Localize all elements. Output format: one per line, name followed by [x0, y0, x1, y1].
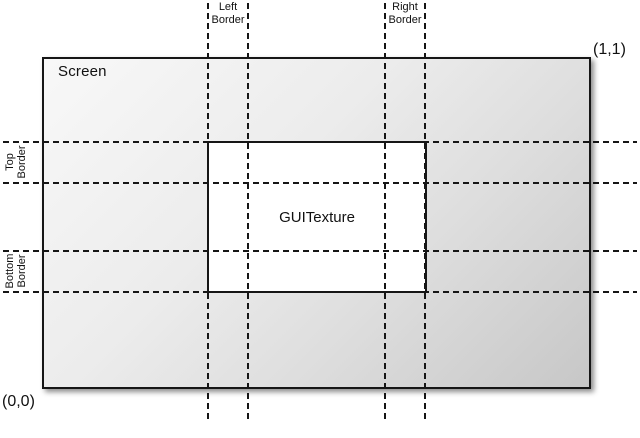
bottom-border-label-line2: Border — [16, 254, 28, 288]
top-border-label-line2: Border — [16, 145, 28, 179]
coord-label-origin: (0,0) — [2, 393, 35, 410]
left-border-label: Left Border — [198, 1, 258, 27]
guide-line-bottom-border-inner — [3, 250, 637, 252]
guide-line-texture-right — [424, 3, 426, 422]
screen-label: Screen — [58, 63, 107, 80]
guitexture-rect — [207, 141, 427, 293]
left-border-label-line2: Border — [211, 14, 245, 26]
right-border-label: Right Border — [375, 1, 435, 27]
guide-line-texture-bottom — [3, 291, 637, 293]
left-border-label-line1: Left — [218, 1, 238, 13]
top-border-label-line1: Top — [4, 153, 16, 171]
bottom-border-label: Bottom Border — [4, 241, 28, 301]
guide-line-left-border-inner — [247, 3, 249, 422]
top-border-label: Top Border — [4, 132, 28, 192]
bottom-border-label-line1: Bottom — [4, 253, 16, 289]
coord-label-top-right: (1,1) — [593, 41, 626, 58]
guide-line-top-border-inner — [3, 182, 637, 184]
right-border-label-line2: Border — [388, 14, 422, 26]
right-border-label-line1: Right — [392, 1, 418, 13]
guide-line-texture-left — [207, 3, 209, 422]
guide-line-texture-top — [3, 141, 637, 143]
guide-line-right-border-inner — [384, 3, 386, 422]
